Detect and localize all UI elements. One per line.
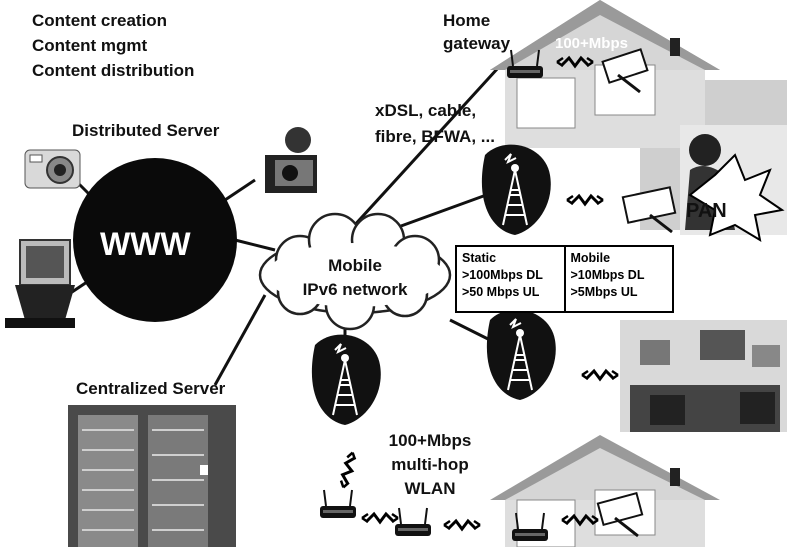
cell-tower-lower bbox=[310, 333, 382, 426]
content-task-mgmt: Content mgmt bbox=[32, 36, 148, 55]
rates-mobile-ul: >5Mbps UL bbox=[570, 285, 638, 299]
wlan-label-line2: multi-hop bbox=[391, 455, 469, 474]
wlan-router-2 bbox=[394, 507, 432, 537]
content-task-distribution: Content distribution bbox=[32, 61, 195, 80]
rates-mobile-title: Mobile bbox=[570, 251, 611, 265]
pda-pan bbox=[621, 186, 677, 234]
pda-bottom bbox=[596, 491, 644, 538]
access-tech-line2: fibre, BFWA, ... bbox=[375, 127, 495, 146]
home-gateway-line2: gateway bbox=[443, 34, 511, 53]
link-zigzag-wlan-1 bbox=[360, 512, 400, 524]
digital-camera bbox=[24, 149, 81, 189]
link-zigzag-vertical bbox=[337, 450, 359, 490]
link-zigzag-wlan-2 bbox=[442, 519, 482, 531]
rates-mobile-dl: >10Mbps DL bbox=[570, 268, 645, 282]
cloud-label-line1: Mobile bbox=[328, 256, 382, 275]
cloud-label-line2: IPv6 network bbox=[302, 280, 408, 299]
car-interior-photo bbox=[620, 320, 787, 432]
pda-top bbox=[601, 48, 649, 94]
server-rack-photo bbox=[68, 405, 236, 547]
rates-table: Static >100Mbps DL >50 Mbps UL Mobile >1… bbox=[455, 245, 674, 313]
video-camera-user bbox=[265, 127, 317, 193]
www-label: WWW bbox=[100, 226, 191, 262]
home-gateway-line1: Home bbox=[443, 11, 491, 30]
pan-photo bbox=[680, 125, 787, 243]
www-globe bbox=[73, 158, 237, 322]
access-tech-line1: xDSL, cable, bbox=[375, 101, 477, 120]
wlan-label-line1: 100+Mbps bbox=[388, 431, 472, 450]
pan-label: PAN bbox=[686, 200, 727, 222]
rates-static-title: Static bbox=[462, 251, 497, 265]
wlan-label-line3: WLAN bbox=[404, 479, 456, 498]
rates-mobile: Mobile >10Mbps DL >5Mbps UL bbox=[563, 247, 673, 311]
tv-monitor bbox=[5, 239, 75, 328]
content-task-creation: Content creation bbox=[32, 11, 168, 30]
rates-static: Static >100Mbps DL >50 Mbps UL bbox=[457, 247, 564, 311]
centralized-server-label: Centralized Server bbox=[76, 379, 226, 398]
rates-static-dl: >100Mbps DL bbox=[462, 268, 543, 282]
home-rate-label: 100+Mbps bbox=[555, 35, 628, 52]
rates-static-ul: >50 Mbps UL bbox=[462, 285, 540, 299]
distributed-server-label: Distributed Server bbox=[72, 121, 220, 140]
wlan-router-1 bbox=[319, 489, 357, 519]
